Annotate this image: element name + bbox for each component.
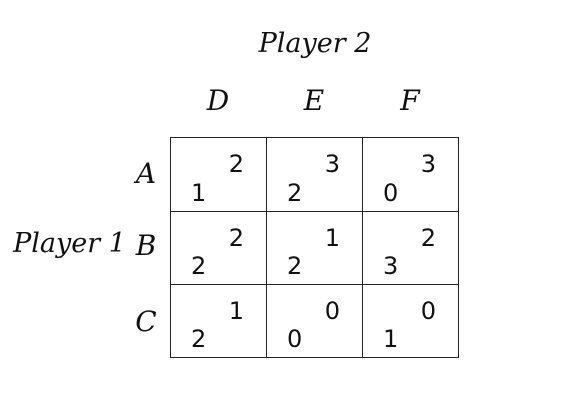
payoff-cell-a-e: 2 3 — [267, 138, 363, 212]
column-label-d: D — [206, 84, 230, 117]
payoff-cell-b-f: 3 2 — [363, 212, 458, 285]
payoff-cell-a-d: 1 2 — [171, 138, 267, 212]
row-label-c: C — [135, 305, 157, 338]
payoff-cell-c-e: 0 0 — [267, 285, 363, 357]
player1-payoff: 2 — [191, 325, 207, 353]
player1-payoff: 2 — [191, 252, 207, 280]
player1-payoff: 2 — [287, 252, 303, 280]
player1-payoff: 2 — [287, 179, 303, 207]
column-player-label: Player 2 — [258, 28, 372, 59]
payoff-matrix: 1 2 2 3 0 3 2 2 2 1 3 2 2 1 0 0 1 0 — [170, 137, 459, 358]
player1-payoff: 0 — [287, 325, 303, 353]
payoff-cell-b-d: 2 2 — [171, 212, 267, 285]
player2-payoff: 1 — [228, 297, 244, 325]
row-label-a: A — [135, 157, 157, 190]
column-label-e: E — [303, 84, 325, 117]
player2-payoff: 0 — [420, 297, 436, 325]
payoff-cell-c-f: 1 0 — [363, 285, 458, 357]
row-player-label: Player 1 — [13, 228, 126, 259]
player2-payoff: 2 — [228, 224, 244, 252]
player1-payoff: 1 — [383, 325, 399, 353]
player2-payoff: 0 — [324, 297, 340, 325]
player2-payoff: 1 — [324, 224, 340, 252]
payoff-cell-c-d: 2 1 — [171, 285, 267, 357]
player1-payoff: 0 — [383, 179, 399, 207]
player2-payoff: 3 — [420, 150, 436, 178]
player1-payoff: 3 — [383, 252, 399, 280]
row-label-b: B — [135, 229, 157, 262]
column-label-f: F — [400, 84, 420, 117]
payoff-cell-b-e: 2 1 — [267, 212, 363, 285]
player1-payoff: 1 — [191, 179, 207, 207]
player2-payoff: 3 — [324, 150, 340, 178]
player2-payoff: 2 — [420, 224, 436, 252]
player2-payoff: 2 — [228, 150, 244, 178]
payoff-cell-a-f: 0 3 — [363, 138, 458, 212]
